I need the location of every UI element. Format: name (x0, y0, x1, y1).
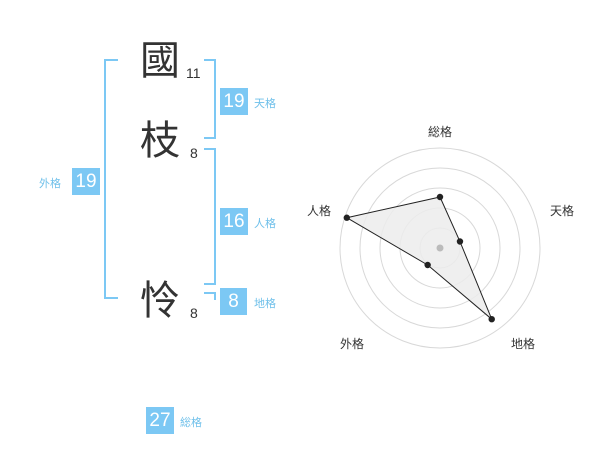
radar-polygon (345, 196, 493, 320)
radar-ring (359, 167, 521, 329)
name-char-3: 怜 (140, 278, 180, 324)
radar-ring (339, 147, 541, 349)
radar-point-1 (456, 238, 464, 245)
radar-point-2 (488, 315, 495, 323)
tenkaku-bracket (204, 59, 216, 139)
name-char-2: 枝 (140, 118, 180, 164)
name-char-3-strokes: 8 (190, 305, 198, 321)
tenkaku-label: 天格 (254, 97, 276, 110)
radar-label-jinkaku: 人格 (307, 204, 332, 218)
radar-point-3 (424, 261, 431, 269)
gaikaku-label: 外格 (39, 177, 61, 190)
chikaku-bracket (204, 292, 216, 300)
soukaku-label: 総格 (180, 416, 202, 429)
radar-label-gaikaku: 外格 (340, 337, 365, 351)
tenkaku-value: 19 (220, 88, 248, 115)
radar-point-0 (436, 193, 444, 201)
jinkaku-value: 16 (220, 208, 248, 235)
name-char-1: 國 (140, 38, 180, 84)
name-char-2-strokes: 8 (190, 145, 198, 161)
radar-point-4 (343, 214, 350, 221)
radar-label-soukaku: 総格 (428, 125, 453, 139)
gaikaku-value: 19 (72, 168, 100, 195)
jinkaku-bracket (204, 148, 216, 285)
radar-center-dot (436, 244, 444, 252)
radar-label-tenkaku: 天格 (550, 204, 575, 218)
radar-ring (379, 187, 501, 309)
jinkaku-label: 人格 (254, 217, 276, 230)
radar-label-chikaku: 地格 (511, 337, 536, 351)
gaikaku-bracket (104, 59, 118, 299)
chikaku-label: 地格 (254, 297, 276, 310)
chikaku-value: 8 (220, 288, 247, 315)
name-char-1-strokes: 11 (186, 65, 201, 81)
soukaku-value: 27 (146, 407, 174, 434)
